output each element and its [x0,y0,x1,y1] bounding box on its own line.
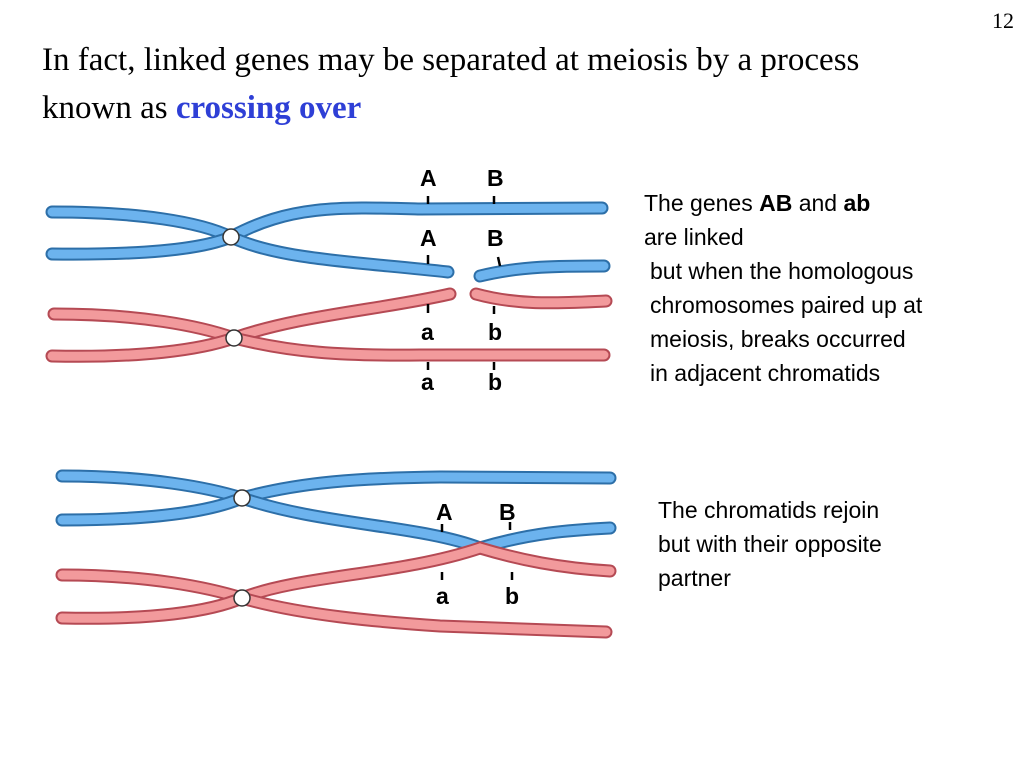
label-lower-A: A [420,225,437,251]
slide-title: In fact, linked genes may be separated a… [42,36,942,132]
caption1-ab: ab [843,190,871,216]
caption1b-line3: meiosis, breaks occurred [650,326,906,352]
title-emphasis: crossing over [175,90,362,126]
slide-number: 12 [992,8,1014,33]
bottom-blue-chromatid-upper [55,469,617,505]
top-blue-chromatid-lower [45,229,611,283]
caption1-and: and [792,190,844,216]
caption1-prefix: The genes [644,190,760,216]
caption-linked-genes: The genes AB and ab are linked [644,186,870,254]
title-text: In fact, linked genes may be separated a… [42,42,860,126]
label-upper-b: b [488,319,502,345]
label-upper-a: a [421,319,434,345]
top-blue-chromatid-upper [45,201,609,245]
caption1b-line1: but when the homologous [650,258,914,284]
label-bottom-B: B [499,499,516,525]
caption2-line3: partner [658,565,731,591]
label-lower-b: b [488,369,502,395]
tick-lower-B [496,256,502,267]
label-upper-A: A [420,165,437,191]
top-blue-centromere [222,228,240,246]
bottom-pink-chromatid-crossed [55,541,617,605]
label-bottom-A: A [436,499,453,525]
top-pink-centromere [225,329,243,347]
bottom-pink-centromere [233,589,251,607]
caption1-line2: are linked [644,224,744,250]
bottom-blue-chromatid-crossed [55,491,617,555]
label-bottom-b: b [505,583,519,609]
label-lower-a: a [421,369,434,395]
caption2-line1: The chromatids rejoin [658,497,880,523]
bottom-blue-centromere [233,489,251,507]
label-upper-B: B [487,165,504,191]
caption1-AB: AB [759,190,793,216]
bottom-pink-chromatid-lower [55,591,613,639]
caption1b-line2: chromosomes paired up at [650,292,923,318]
caption2-line2: but with their opposite [658,531,882,557]
top-pink-chromatid-upper [47,287,613,345]
caption-rejoin: The chromatids rejoin but with their opp… [658,493,882,595]
label-lower-B: B [487,225,504,251]
label-bottom-a: a [436,583,449,609]
top-pink-chromatid-lower [45,331,611,363]
caption-breaks: but when the homologous chromosomes pair… [650,254,922,390]
caption1b-line4: in adjacent chromatids [650,360,881,386]
